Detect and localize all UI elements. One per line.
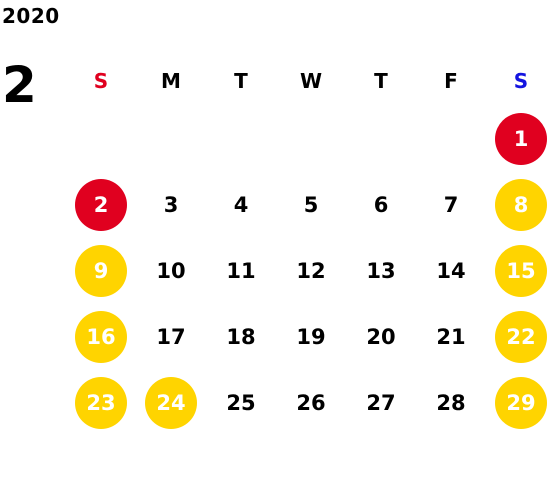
weekday-saturday: S (513, 69, 529, 93)
week-row: 9 10 11 12 13 14 15 (66, 238, 548, 304)
day-3[interactable]: 3 (163, 193, 179, 217)
day-20[interactable]: 20 (366, 325, 396, 349)
day-cell: 7 (416, 172, 486, 238)
weekday-monday: M (161, 69, 181, 93)
day-6[interactable]: 6 (373, 193, 389, 217)
day-cell: 25 (206, 370, 276, 436)
day-cell: 4 (206, 172, 276, 238)
day-cell (136, 106, 206, 172)
weekday-wednesday: W (299, 69, 323, 93)
day-cell: 8 (486, 172, 548, 238)
day-cell: 14 (416, 238, 486, 304)
day-17[interactable]: 17 (156, 325, 186, 349)
day-cell: 10 (136, 238, 206, 304)
day-cell (346, 106, 416, 172)
day-2[interactable]: 2 (75, 179, 127, 231)
day-13[interactable]: 13 (366, 259, 396, 283)
day-cell: 11 (206, 238, 276, 304)
day-cell: 3 (136, 172, 206, 238)
day-14[interactable]: 14 (436, 259, 466, 283)
weekday-sunday: S (93, 69, 109, 93)
day-cell: 1 (486, 106, 548, 172)
day-cell: 17 (136, 304, 206, 370)
weekday-friday: F (444, 69, 458, 93)
day-4[interactable]: 4 (233, 193, 249, 217)
weekday-thursday: T (374, 69, 388, 93)
day-24[interactable]: 24 (145, 377, 197, 429)
day-22[interactable]: 22 (495, 311, 547, 363)
day-5[interactable]: 5 (303, 193, 319, 217)
day-cell: 20 (346, 304, 416, 370)
week-row: 16 17 18 19 20 21 22 (66, 304, 548, 370)
day-cell: 26 (276, 370, 346, 436)
day-29[interactable]: 29 (495, 377, 547, 429)
weekday-tuesday: T (234, 69, 248, 93)
day-11[interactable]: 11 (226, 259, 256, 283)
day-cell: 28 (416, 370, 486, 436)
year-label: 2020 (2, 4, 60, 28)
day-cell: 16 (66, 304, 136, 370)
day-cell (416, 106, 486, 172)
week-row: 1 (66, 106, 548, 172)
week-row: 2 3 4 5 6 7 8 (66, 172, 548, 238)
day-7[interactable]: 7 (443, 193, 459, 217)
day-15[interactable]: 15 (495, 245, 547, 297)
month-number: 2 (2, 56, 37, 114)
day-8[interactable]: 8 (495, 179, 547, 231)
day-cell: 15 (486, 238, 548, 304)
day-cell: 19 (276, 304, 346, 370)
day-23[interactable]: 23 (75, 377, 127, 429)
day-26[interactable]: 26 (296, 391, 326, 415)
day-cell: 13 (346, 238, 416, 304)
day-16[interactable]: 16 (75, 311, 127, 363)
day-12[interactable]: 12 (296, 259, 326, 283)
week-row: 23 24 25 26 27 28 29 (66, 370, 548, 436)
day-19[interactable]: 19 (296, 325, 326, 349)
day-cell: 21 (416, 304, 486, 370)
day-25[interactable]: 25 (226, 391, 256, 415)
day-cell: 2 (66, 172, 136, 238)
day-27[interactable]: 27 (366, 391, 396, 415)
day-18[interactable]: 18 (226, 325, 256, 349)
day-cell: 12 (276, 238, 346, 304)
day-cell (276, 106, 346, 172)
day-cell: 22 (486, 304, 548, 370)
day-28[interactable]: 28 (436, 391, 466, 415)
day-cell: 27 (346, 370, 416, 436)
day-1[interactable]: 1 (495, 113, 547, 165)
day-cell: 24 (136, 370, 206, 436)
day-21[interactable]: 21 (436, 325, 466, 349)
day-cell: 23 (66, 370, 136, 436)
day-9[interactable]: 9 (75, 245, 127, 297)
day-cell (206, 106, 276, 172)
day-cell: 5 (276, 172, 346, 238)
day-10[interactable]: 10 (156, 259, 186, 283)
day-cell: 18 (206, 304, 276, 370)
day-cell: 9 (66, 238, 136, 304)
day-cell: 6 (346, 172, 416, 238)
day-cell (66, 106, 136, 172)
weekday-header: S M T W T F S (66, 56, 548, 106)
day-cell: 29 (486, 370, 548, 436)
